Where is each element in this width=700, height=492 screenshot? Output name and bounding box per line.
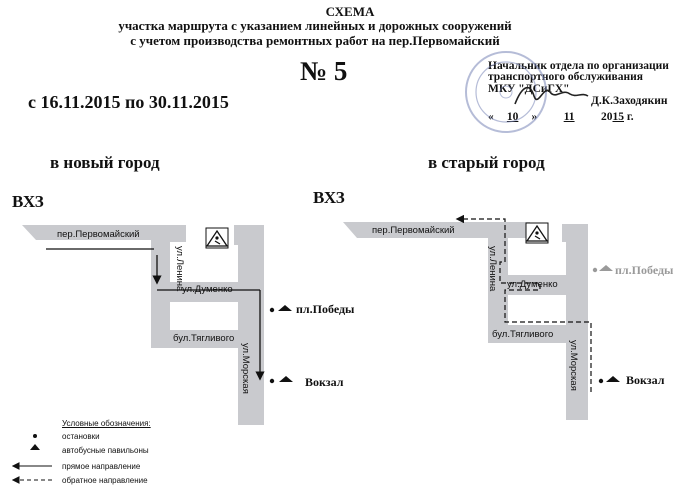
left-roadworks-sign-icon [205, 227, 229, 249]
schema-subtitle-1: участка маршрута с указанием линейных и … [118, 18, 512, 33]
left-road-network [22, 225, 264, 425]
heading-old-town: в старый город [428, 153, 545, 172]
left-pavilion-vokzal-icon [279, 376, 293, 382]
right-road-dumenko [508, 275, 566, 295]
left-stop-pobedy: пл.Победы [296, 302, 355, 316]
right-stop-dot-pobedy-icon [592, 267, 598, 273]
right-stop-pobedy: пл.Победы [615, 263, 674, 277]
right-stop-vokzal: Вокзал [626, 373, 665, 387]
legend-reverse-label: обратное направление [62, 476, 148, 485]
legend-stop-icon [33, 434, 37, 438]
approval-signer: Д.К.Заходякин [591, 95, 668, 107]
left-road-pervomaysky-end [160, 225, 186, 242]
left-road-pervomaysky [22, 225, 160, 240]
schema-title: СХЕМА [325, 4, 375, 19]
right-pavilion-vokzal-icon [606, 376, 620, 382]
right-road-tyaglivogo [508, 325, 566, 343]
approval-date-year-prefix: 20 [601, 111, 613, 123]
approval-date-year-suffix: 15 [612, 111, 625, 123]
approval-date-month: 11 [563, 111, 575, 123]
right-roadworks-sign-icon [525, 222, 549, 244]
right-stop-dot-vokzal-icon [598, 378, 604, 384]
left-road-dumenko [170, 282, 238, 302]
right-label-pervomaysky: пер.Первомайский [372, 225, 455, 236]
left-start-vhz: ВХЗ [12, 192, 44, 211]
approval-date-end: г. [626, 111, 634, 123]
approval-date-day: 10 [506, 111, 519, 123]
right-label-morskaya: ул.Морская [568, 340, 579, 391]
left-label-dumenko: ул.Думенко [182, 284, 233, 295]
left-label-morskaya: ул.Морская [240, 343, 251, 394]
right-label-lenina: ул.Ленина [487, 246, 498, 292]
right-road-lenina [488, 238, 508, 343]
left-road-lenina [151, 240, 170, 348]
legend [11, 434, 52, 484]
legend-title: Условные обозначения: [62, 419, 151, 428]
right-label-dumenko: ул.Думенко [507, 279, 558, 290]
right-road-pervomaysky-end [508, 222, 530, 238]
approval-line-2: транспортного обслуживания [488, 71, 643, 83]
left-stop-vokzal: Вокзал [305, 375, 344, 389]
approval-date: « 10 » 11 2015 г. [488, 111, 634, 123]
left-forward-route [46, 248, 265, 381]
right-road-network [343, 222, 588, 420]
legend-stops-label: остановки [62, 432, 100, 441]
left-label-tyaglivogo: бул.Тягливого [173, 333, 234, 344]
right-label-tyaglivogo: бул.Тягливого [492, 329, 553, 340]
legend-pavilions-label: автобусные павильоны [62, 446, 149, 455]
heading-new-town: в новый город [50, 153, 160, 172]
left-road-tyaglivogo [170, 330, 238, 348]
legend-pavilion-icon [30, 444, 40, 450]
route-number: № 5 [300, 56, 348, 86]
right-road-pervomaysky [343, 222, 508, 238]
left-stop-dot-vokzal-icon [269, 378, 275, 384]
left-stop-dot-pobedy-icon [269, 307, 275, 313]
legend-forward-label: прямое направление [62, 462, 141, 471]
right-start-vhz: ВХЗ [313, 188, 345, 207]
date-range: с 16.11.2015 по 30.11.2015 [28, 92, 229, 112]
stamp-seal [465, 51, 547, 133]
left-label-lenina: ул.Ленина [174, 246, 185, 292]
left-pavilion-pobedy-icon [278, 305, 292, 311]
left-label-pervomaysky: пер.Первомайский [57, 229, 140, 240]
schema-subtitle-2: с учетом производства ремонтных работ на… [130, 33, 500, 48]
right-pavilion-pobedy-icon [599, 265, 613, 271]
signature [514, 86, 589, 105]
